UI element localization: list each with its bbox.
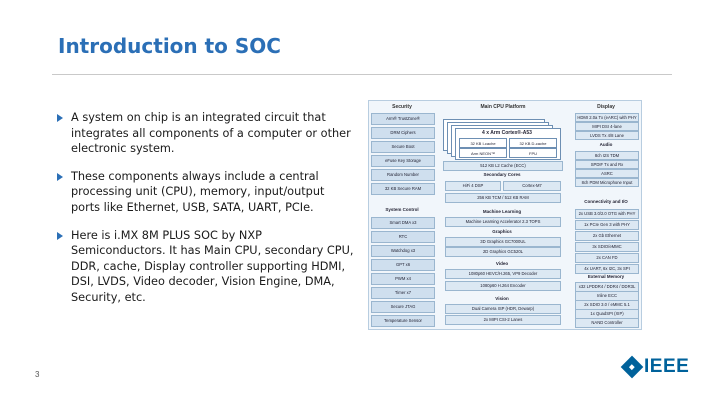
system-control-block: GPT x6 xyxy=(371,259,435,271)
cpu-neon: Arm NEON™ xyxy=(459,148,507,158)
audio-block: 8ch PDM Microphone Input xyxy=(575,178,639,187)
display-block: LVDS Tx 4/8 Lane xyxy=(575,131,639,140)
system-control-block: Smart DMA x3 xyxy=(371,217,435,229)
security-block: 32 KB Secure RAM xyxy=(371,183,435,195)
bullet-text: A system on chip xyxy=(71,111,169,124)
bullet-arrow-icon xyxy=(57,231,63,240)
audio-label: Audio xyxy=(599,142,613,147)
ml-label: Machine Learning xyxy=(482,209,522,214)
ieee-logo-text: IEEE xyxy=(644,356,690,377)
external-memory-label: External Memory xyxy=(587,274,625,279)
bullet-text-cont: is an integrated circuit that integrates… xyxy=(71,111,351,156)
system-control-block: Timer x7 xyxy=(371,287,435,299)
security-block: Secure Boot xyxy=(371,141,435,153)
display-block: MIPI DSI 4-lane xyxy=(575,122,639,131)
title-divider xyxy=(52,74,672,75)
memory-block: NAND Controller xyxy=(575,318,639,328)
connectivity-block: 2x CAN FD xyxy=(575,253,639,263)
security-block: Random Number xyxy=(371,169,435,181)
cpu-l1i: 32 KB I-cache xyxy=(459,138,507,148)
ieee-logo: ◆ IEEE xyxy=(620,355,690,379)
system-control-block: RTC xyxy=(371,231,435,243)
bullet-arrow-icon xyxy=(57,172,63,181)
connectivity-block: 2x Gb Ethernet xyxy=(575,231,639,241)
slide-title: Introduction to SOC xyxy=(58,34,281,58)
soc-block-diagram: Security Arm® TrustZone® DRM Ciphers Sec… xyxy=(368,100,642,330)
connectivity-label: Connectivity and I/O xyxy=(584,199,628,204)
secondary-cores-label: Secondary Cores xyxy=(483,172,521,177)
connectivity-block: 2x USB 3.0/2.0 OTG with PHY xyxy=(575,209,639,219)
bullet-item: A system on chip is an integrated circui… xyxy=(56,110,356,157)
main-cpu-header: Main CPU Platform xyxy=(480,104,526,110)
security-block: eFuse Key Storage xyxy=(371,155,435,167)
graphics-label: Graphics xyxy=(492,229,512,234)
secondary-core-block: Cortex-M7 xyxy=(503,181,561,191)
system-control-label: System Control xyxy=(385,207,419,212)
gpu2d-block: 2D Graphics GC520L xyxy=(445,247,561,257)
system-control-block: Temperature Sensor xyxy=(371,315,435,327)
bullet-text: These components always include a centra… xyxy=(71,169,325,214)
connectivity-block: 1x PCIe Gen 3 with PHY xyxy=(575,220,639,230)
system-control-block: PWM x4 xyxy=(371,273,435,285)
video-encoder-block: 1080p60 H.264 Encoder xyxy=(445,281,561,291)
page-number: 3 xyxy=(35,370,40,379)
gpu3d-block: 3D Graphics GC7000UL xyxy=(445,237,561,247)
security-block: Arm® TrustZone® xyxy=(371,113,435,125)
cpu-label: 4 x Arm Cortex®-A53 xyxy=(482,130,532,136)
npu-block: Machine Learning Accelerator 2.3 TOPS xyxy=(445,217,561,227)
audio-block: SPDIF Tx and Rx xyxy=(575,160,639,169)
csi-block: 2x MIPI CSI-2 Lanes xyxy=(445,315,561,325)
secondary-core-block: HiFi 4 DSP xyxy=(445,181,501,191)
bullet-arrow-icon xyxy=(57,114,63,122)
display-header: Display xyxy=(597,104,615,110)
bullet-list: A system on chip is an integrated circui… xyxy=(56,110,356,318)
l2-cache-block: 512 KB L2 Cache (ECC) xyxy=(443,161,563,171)
isp-block: Dual Camera ISP (HDR, Dewarp) xyxy=(445,304,561,314)
connectivity-block: 3x SDIO/eMMC xyxy=(575,242,639,252)
system-control-block: Secure JTAG xyxy=(371,301,435,313)
audio-block: 8ch I2S TDM xyxy=(575,151,639,160)
cpu-l1d: 32 KB D-cache xyxy=(509,138,557,148)
cpu-stack: 4 x Arm Cortex®-A53 32 KB I-cache 32 KB … xyxy=(443,119,561,160)
bullet-item: These components always include a centra… xyxy=(56,169,356,216)
security-block: DRM Ciphers xyxy=(371,127,435,139)
system-control-block: Watchdog x3 xyxy=(371,245,435,257)
ieee-diamond-icon: ◆ xyxy=(620,355,644,379)
bullet-text: Here is i.MX 8M PLUS SOC by NXP Semicond… xyxy=(71,228,354,304)
connectivity-block: 4x UART, 6x I2C, 3x SPI xyxy=(575,264,639,274)
video-decoder-block: 1080p60 HEVC/H.265, VP9 Decoder xyxy=(445,269,561,279)
bullet-item: Here is i.MX 8M PLUS SOC by NXP Semicond… xyxy=(56,228,356,306)
cpu-fpu: FPU xyxy=(509,148,557,158)
video-label: Video xyxy=(495,261,509,266)
audio-block: ASRC xyxy=(575,169,639,178)
vision-label: Vision xyxy=(495,296,509,301)
secondary-ram-block: 256 KB TCM / 512 KB RAM xyxy=(445,193,561,203)
security-header: Security xyxy=(392,104,412,110)
display-block: HDMI 2.0a Tx (eARC) with PHY xyxy=(575,113,639,122)
